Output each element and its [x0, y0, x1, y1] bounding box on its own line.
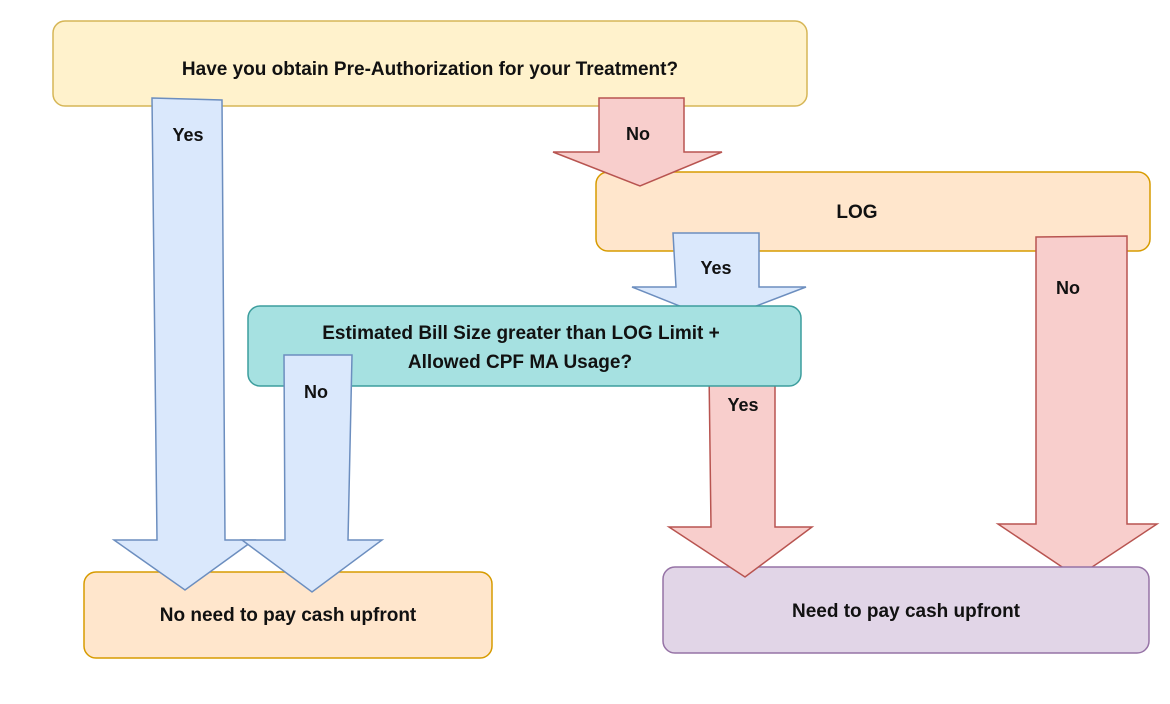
arrow-question-no: No [552, 97, 723, 187]
arrow-log-yes: Yes [631, 232, 807, 322]
node-log: LOG [595, 171, 1151, 252]
node-pay-cash-box [662, 566, 1150, 654]
node-bill-box [247, 305, 802, 387]
arrow-question-yes: Yes [111, 97, 257, 591]
node-bill-label-line1: Estimated Bill Size greater than LOG Lim… [322, 323, 720, 344]
arrow-bill-yes-shape [666, 369, 815, 578]
node-bill: Estimated Bill Size greater than LOG Lim… [247, 305, 802, 387]
arrow-bill-yes-label: Yes [727, 395, 758, 415]
arrow-log-no: No [995, 235, 1160, 578]
node-log-box [595, 171, 1151, 252]
arrow-question-yes-label: Yes [172, 125, 203, 145]
arrow-bill-no-label: No [304, 382, 328, 402]
node-pay-cash-label: Need to pay cash upfront [792, 601, 1021, 622]
arrow-bill-yes: Yes [666, 369, 815, 578]
arrow-log-no-shape [995, 235, 1160, 578]
node-no-cash: No need to pay cash upfront [83, 571, 493, 659]
node-question: Have you obtain Pre-Authorization for yo… [52, 20, 808, 107]
arrow-log-yes-label: Yes [700, 258, 731, 278]
node-bill-label-line2: Allowed CPF MA Usage? [408, 352, 632, 373]
arrow-question-no-label: No [626, 124, 650, 144]
arrow-log-yes-shape [631, 232, 807, 322]
node-pay-cash: Need to pay cash upfront [662, 566, 1150, 654]
arrow-log-no-label: No [1056, 278, 1080, 298]
arrow-question-yes-shape [111, 97, 257, 591]
arrow-question-no-shape [552, 97, 723, 187]
node-no-cash-label: No need to pay cash upfront [160, 605, 417, 626]
arrow-bill-no: No [239, 354, 385, 593]
node-question-box [52, 20, 808, 107]
arrow-bill-no-shape [239, 354, 385, 593]
node-question-label: Have you obtain Pre-Authorization for yo… [182, 59, 678, 80]
node-log-label: LOG [836, 202, 877, 223]
